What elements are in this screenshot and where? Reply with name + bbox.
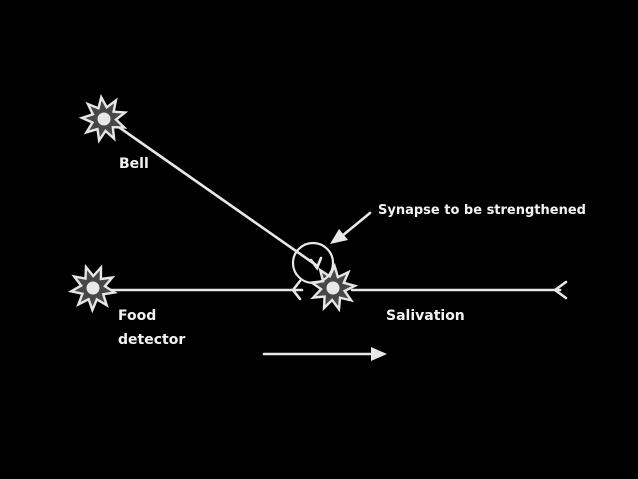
- salivation-neuron-icon: [308, 262, 359, 313]
- bell-terminal-icon: [309, 256, 323, 271]
- salivation-label: Salivation: [386, 308, 465, 324]
- synapse-circle-icon: [291, 241, 335, 285]
- direction-arrowhead-icon: [371, 347, 387, 361]
- food-detector-label-line2: detector: [118, 332, 185, 348]
- food-detector-label-line1: Food: [118, 308, 156, 324]
- bell-axon: [108, 119, 318, 267]
- neuron-nucleus: [86, 281, 100, 295]
- bell-neuron-icon: [78, 93, 129, 144]
- neuron-nucleus: [326, 281, 340, 295]
- synapse-pointer-arrow-shaft: [340, 211, 372, 238]
- synapse-label: Synapse to be strengthened: [378, 203, 586, 218]
- food-terminal-icon: [291, 279, 302, 301]
- neuron-nucleus: [97, 112, 111, 126]
- bell-label: Bell: [119, 156, 149, 172]
- output-terminal-icon: [552, 280, 568, 300]
- synapse-pointer-arrowhead-icon: [330, 229, 348, 244]
- food-detector-neuron-icon: [67, 263, 118, 314]
